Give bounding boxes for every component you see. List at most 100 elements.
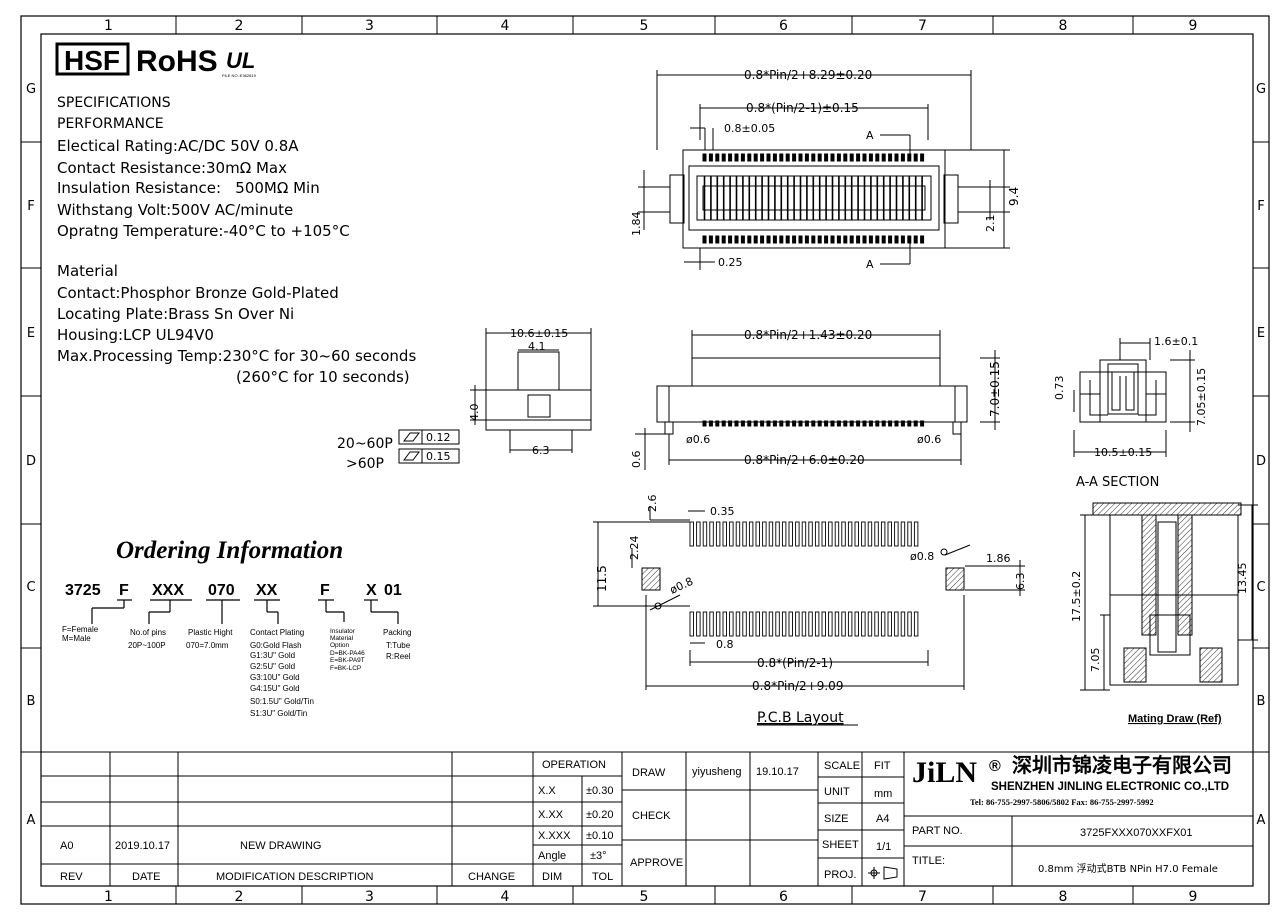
pin-foot <box>753 420 758 427</box>
desc-line: Option <box>330 642 350 649</box>
dim-side-width: 10.6±0.15 <box>510 327 568 340</box>
desc-line: Packing <box>383 628 411 637</box>
pcb-pad-top <box>788 521 793 547</box>
zone-row-label: B <box>27 694 36 709</box>
zone-col-label: 2 <box>235 18 244 34</box>
flatness-value-1: 0.12 <box>426 431 451 444</box>
pin-top-row <box>888 153 893 162</box>
code-suffix: 01 <box>384 582 402 599</box>
pin-bottom-row <box>760 235 765 244</box>
pin-top-row <box>702 153 707 162</box>
pin-foot <box>849 420 854 427</box>
check-label: CHECK <box>632 810 671 822</box>
pcb-pad-bottom <box>715 611 721 637</box>
pin-top-row <box>740 153 745 162</box>
desc-line: Contact Plating <box>250 628 304 637</box>
spec-plate: Locating Plate:Brass Sn Over Ni <box>57 305 294 323</box>
code-packing: X <box>366 582 377 599</box>
dim-aa-10-5: 10.5±0.15 <box>1094 446 1152 459</box>
part-no-label: PART NO. <box>912 825 963 837</box>
pcb-layout <box>593 506 1025 690</box>
projection-label: PROJ. <box>824 869 856 881</box>
pcb-pad-top <box>748 521 754 547</box>
pin-top-row <box>804 153 809 162</box>
pcb-pad-bottom <box>880 611 886 637</box>
pin-bottom-row <box>913 235 918 244</box>
pin-bottom-row <box>830 235 835 244</box>
dim-front-top: 0.8*Pin/2+1.43±0.20 <box>744 328 872 342</box>
zone-col-label: 6 <box>779 889 788 905</box>
pcb-pad-top <box>715 521 721 547</box>
code-series: 3725 <box>65 582 101 599</box>
dim-side-6-3: 6.3 <box>532 444 550 457</box>
change-header: CHANGE <box>468 871 515 883</box>
pin-top-row <box>881 153 886 162</box>
pin-foot <box>798 420 803 427</box>
pin-foot <box>856 420 861 427</box>
insulator-desc: Insulator Material Option D=BK-PA46 E=BK… <box>330 628 365 672</box>
mating-draw <box>1080 502 1258 691</box>
dim-front-bottom: 0.8*Pin/2+6.0±0.20 <box>744 453 865 467</box>
pcb-pad-top <box>900 521 906 547</box>
date-header: DATE <box>132 871 161 883</box>
pcb-pad-top <box>821 521 826 547</box>
pin-bottom-row <box>772 235 777 244</box>
pin-foot <box>728 420 733 427</box>
pin-bottom-row <box>728 235 733 244</box>
pcb-pad-top <box>867 521 873 547</box>
rev-value: A0 <box>60 840 73 852</box>
dim-pcb-0-35: 0.35 <box>710 505 735 518</box>
pin-bottom-row <box>875 235 880 244</box>
pin-top-row <box>900 153 905 162</box>
pin-top-row <box>708 153 713 162</box>
aa-section-label: A-A SECTION <box>1076 475 1159 490</box>
size-label: SIZE <box>824 813 848 825</box>
pcb-pad-top <box>735 521 741 547</box>
pin-foot <box>920 420 925 427</box>
code-plating: XX <box>256 582 278 599</box>
mating-draw-label: Mating Draw (Ref) <box>1128 713 1222 725</box>
inner-frame <box>40 33 1254 887</box>
code-leader-lines <box>91 599 399 624</box>
pcb-pad-bottom <box>821 611 826 637</box>
dim-pcb-outer: 0.8*Pin/2+9.09 <box>752 679 843 693</box>
spec-max-processing: Max.Processing Temp:230°C for 30~60 seco… <box>57 347 416 365</box>
spec-insulation: Insulation Resistance: 500MΩ Min <box>57 179 320 197</box>
dim-header: DIM <box>542 871 562 883</box>
pcb-pad-top <box>814 521 820 547</box>
pin-top-row <box>862 153 867 162</box>
desc-line: M=Male <box>62 634 91 643</box>
scale-table: SCALE FIT UNIT mm SIZE A4 SHEET 1/1 PROJ… <box>822 760 898 881</box>
pcb-pad-top <box>729 521 734 547</box>
zone-row-label: F <box>1257 199 1264 214</box>
pin-top-row <box>721 153 726 162</box>
hsf-logo: HSF <box>55 42 130 76</box>
desc-line: E=BK-PA9T <box>330 657 365 664</box>
pin-bottom-row <box>740 235 745 244</box>
pin-top-row <box>836 153 841 162</box>
pin-foot <box>868 420 873 427</box>
pcb-pad-top <box>768 521 774 547</box>
dim-side-4-1: 4.1 <box>528 340 546 353</box>
pin-bottom-row <box>881 235 886 244</box>
dim-pcb-2-6: 2.6 <box>646 495 659 513</box>
hsf-text: HSF <box>64 45 120 76</box>
part-no-value: 3725FXXX070XXFX01 <box>1080 827 1193 839</box>
pin-foot <box>830 420 835 427</box>
front-view <box>635 330 1000 470</box>
pcb-pad-top <box>722 521 727 547</box>
pin-top-row <box>792 153 797 162</box>
tol-dim: X.XXX <box>538 830 571 842</box>
dim-mate-7-05: 7.05 <box>1089 648 1102 673</box>
zone-col-label: 3 <box>365 18 374 34</box>
zone-row-label: G <box>1256 82 1266 97</box>
height-desc: Plastic Hight 070=7.0mm <box>186 628 233 650</box>
pcb-pad-top <box>847 521 853 547</box>
pcb-pad-bottom <box>874 611 879 637</box>
dim-pcb-2-24: 2.24 <box>628 536 641 561</box>
specifications-block: SPECIFICATIONS PERFORMANCE Electical Rat… <box>57 95 416 386</box>
zone-col-label: 4 <box>501 18 510 34</box>
pin-bottom-row <box>856 235 861 244</box>
draw-date: 19.10.17 <box>756 766 799 778</box>
zone-col-label: 2 <box>235 889 244 905</box>
